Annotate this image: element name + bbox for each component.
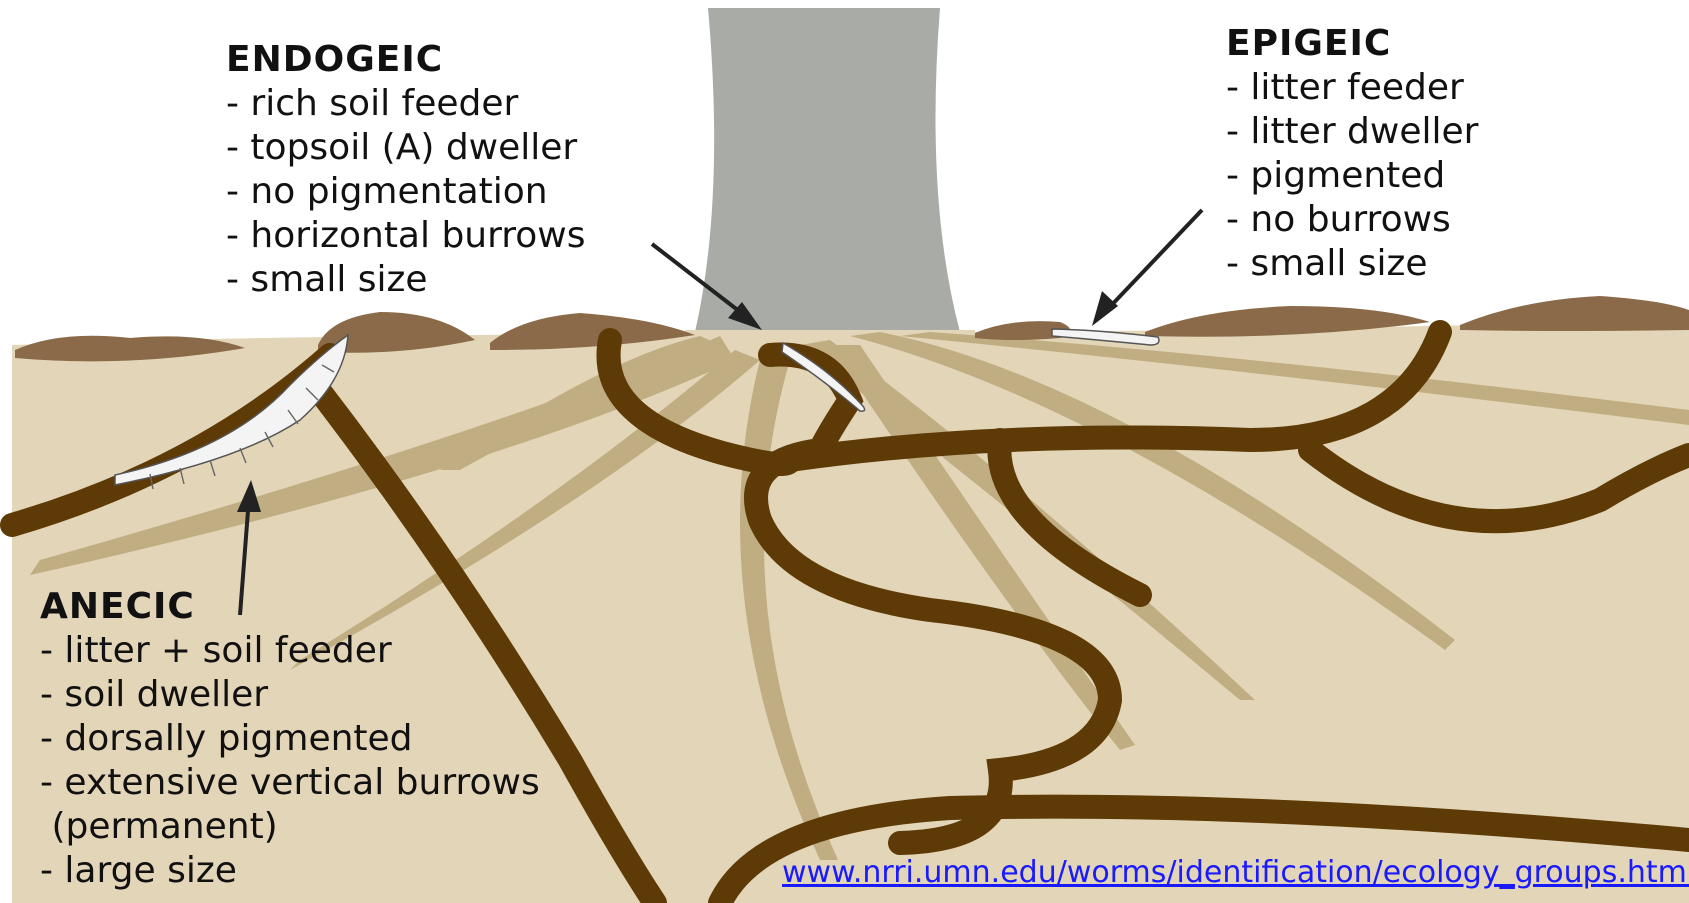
anecic-label: ANECIC - litter + soil feeder - soil dwe… — [40, 585, 540, 893]
epigeic-trait: - litter dweller — [1226, 110, 1478, 154]
anecic-trait: - dorsally pigmented — [40, 717, 540, 761]
endogeic-trait: - no pigmentation — [226, 170, 586, 214]
endogeic-label: ENDOGEIC - rich soil feeder - topsoil (A… — [226, 38, 586, 302]
endogeic-trait: - horizontal burrows — [226, 214, 586, 258]
endogeic-trait: - topsoil (A) dweller — [226, 126, 586, 170]
anecic-trait: - soil dweller — [40, 673, 540, 717]
epigeic-label: EPIGEIC - litter feeder - litter dweller… — [1226, 22, 1478, 286]
tree-trunk — [695, 8, 960, 332]
anecic-trait: (permanent) — [40, 805, 540, 849]
epigeic-trait: - small size — [1226, 242, 1478, 286]
source-link[interactable]: www.nrri.umn.edu/worms/identification/ec… — [782, 855, 1689, 890]
endogeic-title: ENDOGEIC — [226, 38, 586, 82]
endogeic-trait: - small size — [226, 258, 586, 302]
epigeic-trait: - pigmented — [1226, 154, 1478, 198]
epigeic-trait: - litter feeder — [1226, 66, 1478, 110]
epigeic-title: EPIGEIC — [1226, 22, 1478, 66]
anecic-title: ANECIC — [40, 585, 540, 629]
anecic-trait: - litter + soil feeder — [40, 629, 540, 673]
anecic-trait: - extensive vertical burrows — [40, 761, 540, 805]
endogeic-trait: - rich soil feeder — [226, 82, 586, 126]
anecic-trait: - large size — [40, 849, 540, 893]
epigeic-trait: - no burrows — [1226, 198, 1478, 242]
